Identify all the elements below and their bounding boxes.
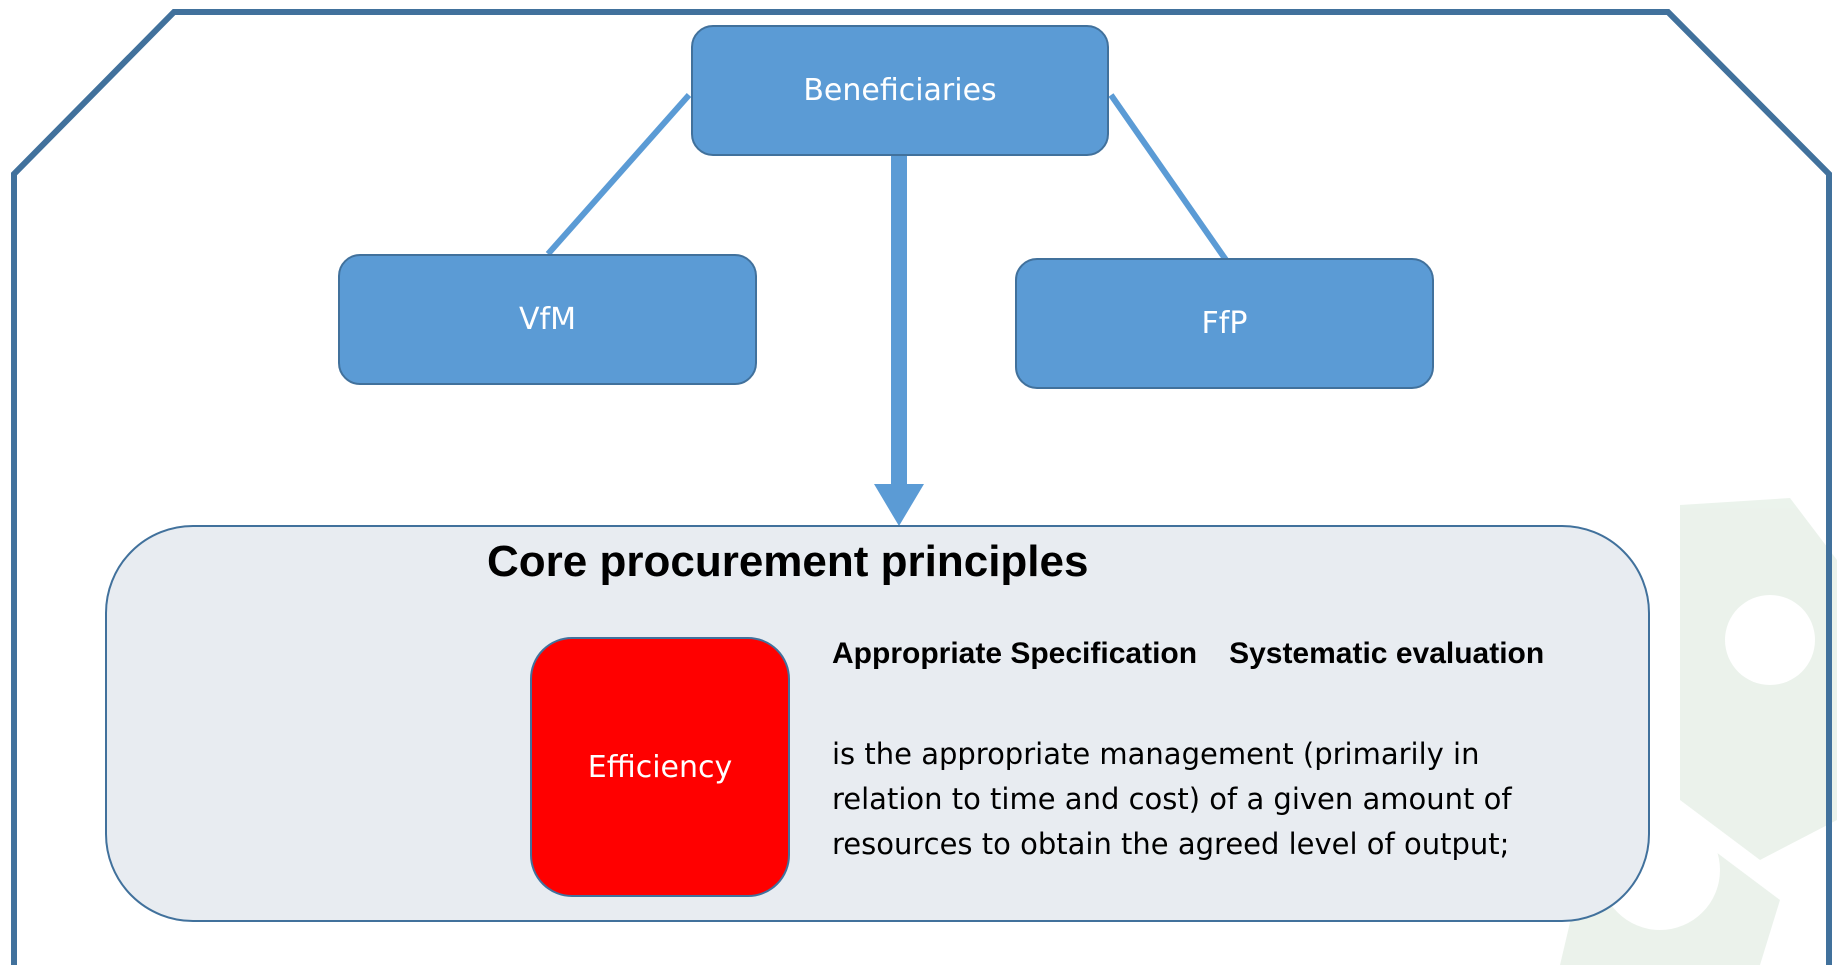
efficiency-box: Efficiency [530, 637, 790, 897]
connector-ffp [1108, 93, 1229, 262]
connector-vfm [545, 93, 692, 256]
frame-outline [11, 9, 1832, 965]
down-arrow-icon [874, 156, 924, 526]
heading-systematic-evaluation: Systematic evaluation [1229, 637, 1545, 670]
beneficiaries-label: Beneficiaries [803, 73, 997, 108]
principle-headings: Appropriate Specification Systematic eval… [832, 637, 1544, 671]
ffp-node: FfP [1015, 258, 1434, 389]
vfm-node: VfM [338, 254, 757, 385]
principles-panel: Core procurement principles Efficiency A… [105, 525, 1650, 922]
vfm-label: VfM [519, 302, 576, 337]
principle-description: is the appropriate management (primarily… [832, 737, 1512, 861]
efficiency-label: Efficiency [587, 749, 733, 785]
beneficiaries-node: Beneficiaries [691, 25, 1109, 156]
principles-title: Core procurement principles [487, 537, 1089, 586]
heading-appropriate-specification: Appropriate Specification [832, 637, 1198, 670]
ffp-label: FfP [1201, 306, 1248, 341]
